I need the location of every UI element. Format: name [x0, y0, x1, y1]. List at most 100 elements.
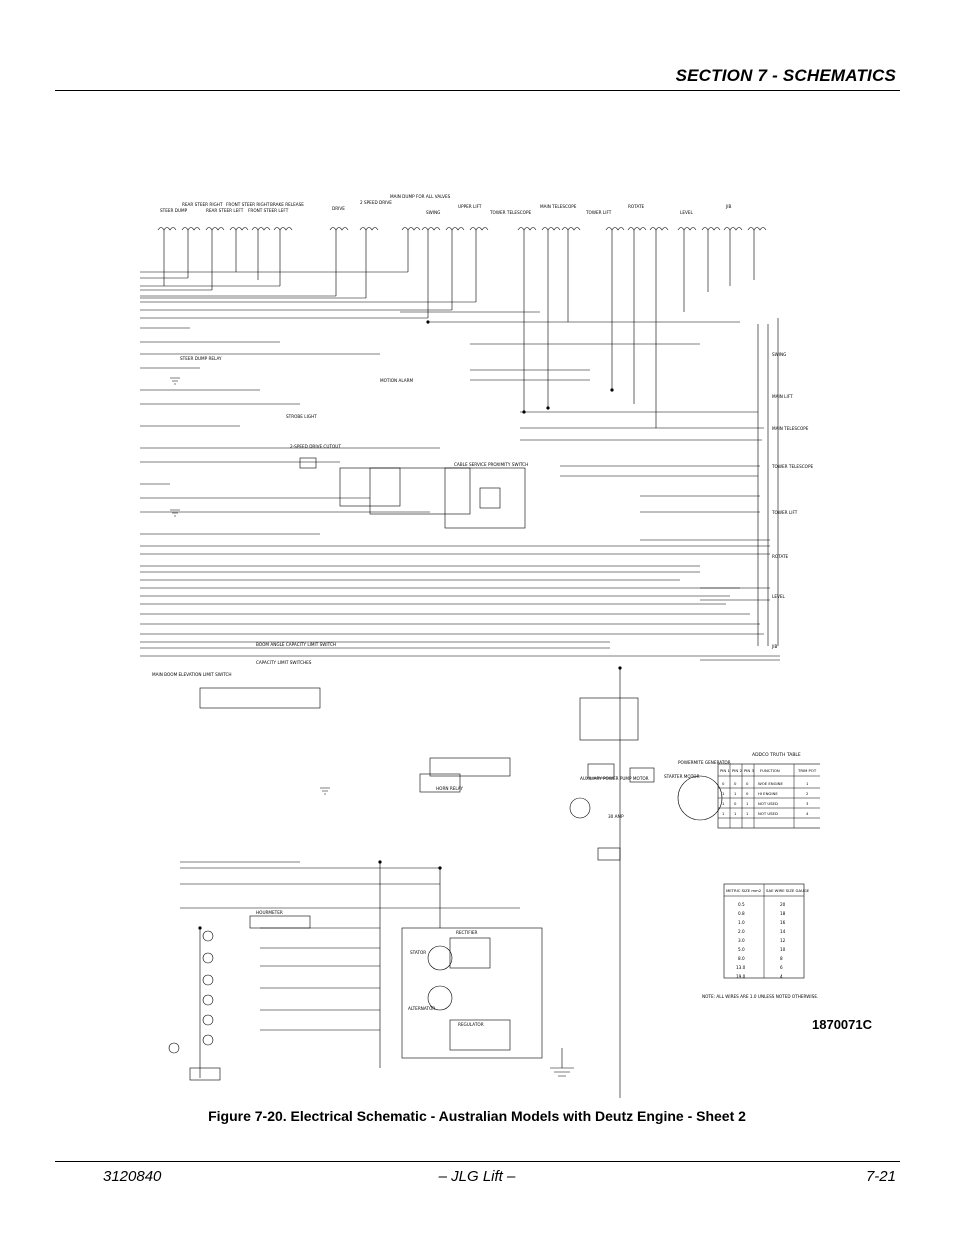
top-label: STEER DUMP [160, 208, 188, 213]
annotation: RECTIFIER [456, 930, 478, 935]
annotation: AUXILIARY POWER PUMP MOTOR [580, 776, 649, 781]
wire-table-header: SAE WIRE SIZE GAUGE [766, 888, 810, 893]
wire-table-cell: 8.0 [738, 956, 745, 961]
right-label: MAIN LIFT [772, 394, 793, 399]
truth-table-cell: 0 [734, 781, 737, 786]
electrical-schematic: STEER DUMP REAR STEER RIGHT REAR STEER L… [140, 194, 820, 1098]
page-number: 7-21 [865, 1168, 896, 1185]
wire-table-cell: 12 [780, 938, 786, 943]
wire-table-header: METRIC SIZE mm2 [726, 888, 762, 893]
wire-table-cell: 13.0 [736, 965, 746, 970]
top-label: SWING [426, 210, 440, 215]
figure-caption: Figure 7-20. Electrical Schematic - Aust… [208, 1108, 746, 1124]
truth-table-cell: NOT USED [758, 811, 778, 816]
top-label: REAR STEER RIGHT [182, 202, 223, 207]
drawing-number: 1870071C [812, 1017, 872, 1032]
annotation: STEER DUMP RELAY [180, 356, 222, 361]
footer-rule [55, 1161, 900, 1162]
truth-table-cell: HI ENGINE [758, 791, 778, 796]
wire-table-cell: 1.0 [738, 920, 745, 925]
wire-table-cell: 0.5 [738, 902, 745, 907]
wire-size-table: METRIC SIZE mm2 SAE WIRE SIZE GAUGE 0.5 … [702, 883, 818, 999]
truth-table-cell: 1 [722, 801, 725, 806]
wire-table-cell: 10 [780, 947, 786, 952]
truth-table-title: ADDCO TRUTH TABLE [752, 752, 801, 758]
wire-table-cell: 5.0 [738, 947, 745, 952]
annotation: STATOR [410, 950, 426, 955]
annotation: STARTER MOTOR [664, 774, 700, 779]
schematic-wiring [140, 227, 780, 1098]
annotation: 30 AMP [608, 814, 624, 819]
top-label: FRONT STEER LEFT [248, 208, 289, 213]
publisher-label: – JLG Lift – [438, 1168, 516, 1185]
truth-table-cell: 1 [722, 811, 725, 816]
right-label: MAIN TELESCOPE [772, 426, 809, 431]
annotation: CAPACITY LIMIT SWITCHES [256, 660, 312, 665]
wire-table-cell: 18 [780, 911, 786, 916]
wire-table-cell: 19.0 [736, 974, 746, 979]
truth-table-cell: 1 [734, 791, 737, 796]
truth-table-cell: 1 [806, 781, 809, 786]
top-label: UPPER LIFT [458, 204, 482, 209]
top-label: DRIVE [332, 206, 345, 211]
truth-table-cell: 1 [746, 811, 749, 816]
wire-table-cell: 6 [780, 965, 783, 970]
wire-table-cell: 8 [780, 956, 783, 961]
annotation: POWERMITE GENERATOR [678, 760, 731, 765]
schematic-labels: STEER DUMP REAR STEER RIGHT REAR STEER L… [152, 194, 813, 1027]
solenoid-coils-top [157, 227, 767, 231]
right-label: TOWER LIFT [771, 510, 798, 515]
right-label: JIB [771, 644, 777, 649]
section-title: SECTION 7 - SCHEMATICS [675, 66, 896, 85]
truth-table-header: PIN 2 [732, 768, 742, 773]
annotation: STROBE LIGHT [286, 414, 317, 419]
top-label: REAR STEER LEFT [206, 208, 244, 213]
top-label: JIB [725, 204, 731, 209]
wire-table-note: NOTE: ALL WIRES ARE 1.0 UNLESS NOTED OTH… [702, 994, 818, 999]
document-number: 3120840 [103, 1168, 162, 1185]
truth-table-cell: 1 [734, 811, 737, 816]
truth-table-cell: 0 [746, 781, 749, 786]
wire-table-cell: 2.0 [738, 929, 745, 934]
annotation: 2-SPEED DRIVE CUTOUT [290, 444, 341, 449]
annotation: HORN RELAY [436, 786, 463, 791]
top-label: ROTATE [628, 204, 645, 209]
truth-table-cell: 0 [746, 791, 749, 796]
top-label: BRAKE RELEASE [270, 202, 304, 207]
top-label: MAIN DUMP FOR ALL VALVES [390, 194, 451, 199]
wire-table-cell: 16 [780, 920, 786, 925]
truth-table-cell: 1 [722, 791, 725, 796]
truth-table-cell: 0 [722, 781, 725, 786]
wire-table-cell: 14 [780, 929, 786, 934]
top-label: TOWER LIFT [585, 210, 612, 215]
truth-table-cell: 3 [806, 801, 809, 806]
truth-table-cell: 0 [734, 801, 737, 806]
truth-table-cell: 4 [806, 811, 809, 816]
right-label: TOWER TELESCOPE [771, 464, 813, 469]
top-label: MAIN TELESCOPE [540, 204, 577, 209]
top-label: TOWER TELESCOPE [489, 210, 531, 215]
top-label: LEVEL [680, 210, 693, 215]
right-label: SWING [772, 352, 786, 357]
wire-table-cell: 3.0 [738, 938, 745, 943]
truth-table: ADDCO TRUTH TABLE PIN 1 PIN 2 PIN 3 FUNC… [717, 752, 820, 829]
annotation: ALTERNATOR [408, 1006, 435, 1011]
annotation: MOTION ALARM [380, 378, 414, 383]
wire-table-cell: 4 [780, 974, 783, 979]
top-label: FRONT STEER RIGHT [226, 202, 270, 207]
right-label: ROTATE [772, 554, 789, 559]
truth-table-cell: 2 [806, 791, 809, 796]
annotation: BOOM ANGLE CAPACITY LIMIT SWITCH [256, 642, 336, 647]
annotation: MAIN BOOM ELEVATION LIMIT SWITCH [152, 672, 232, 677]
truth-table-header: FUNCTION [760, 768, 780, 773]
truth-table-header: PIN 1 [720, 768, 730, 773]
header-rule [55, 90, 900, 91]
top-label: 2 SPEED DRIVE [360, 200, 392, 205]
annotation: CABLE SERVICE PROXIMITY SWITCH [454, 462, 528, 467]
truth-table-cell: NOT USED [758, 801, 778, 806]
annotation: HOURMETER [256, 910, 283, 915]
truth-table-header: TRIM POT [797, 768, 817, 773]
truth-table-cell: WOE ENGINE [758, 781, 783, 786]
truth-table-header: PIN 3 [744, 768, 754, 773]
annotation: REGULATOR [458, 1022, 484, 1027]
